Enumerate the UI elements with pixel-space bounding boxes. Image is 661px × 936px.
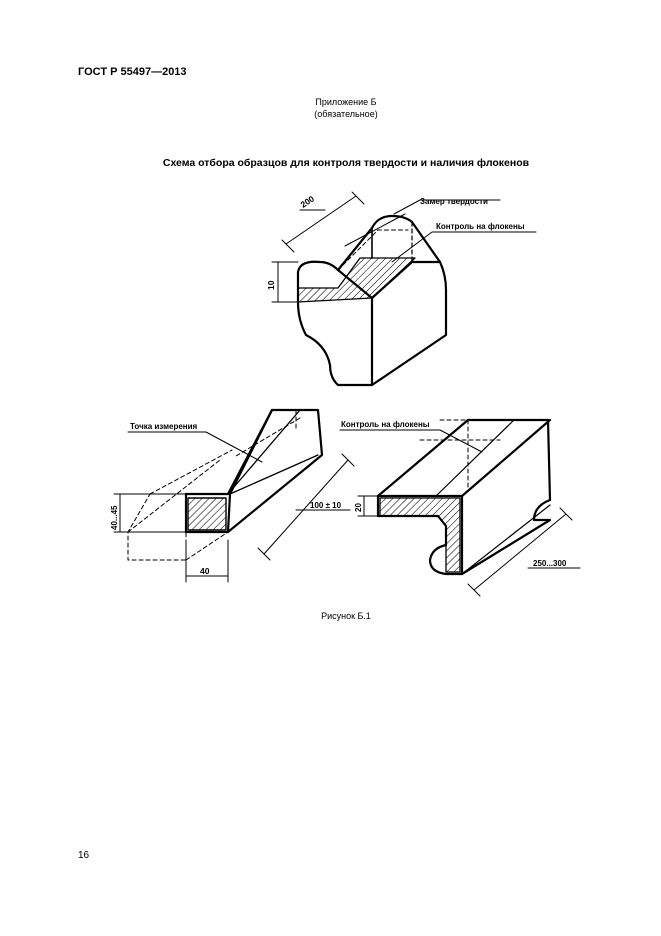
dim-left-width: 40 [200, 566, 210, 576]
left-block-drawing [113, 408, 355, 583]
figure-caption: Рисунок Б.1 [321, 611, 371, 621]
top-block-drawing [271, 191, 537, 387]
annex-status: (обязательное) [314, 109, 378, 119]
left-hardness-section [187, 497, 227, 531]
page-number: 16 [78, 850, 90, 861]
dim-top-length: 200 [299, 193, 317, 209]
right-block-drawing [339, 418, 581, 597]
dim-right-length: 250...300 [533, 559, 567, 568]
annex-title: Приложение Б [315, 97, 377, 107]
label-flakes-top: Контроль на флокены [436, 222, 525, 231]
dim-right-height: 20 [354, 503, 363, 512]
dim-top-height: 10 [266, 280, 276, 290]
top-flakes-section [297, 257, 416, 303]
label-hardness: Замер твердости [420, 197, 488, 206]
top-block-outline [336, 214, 448, 387]
figure-title: Схема отбора образцов для контроля тверд… [162, 157, 530, 169]
label-measure-point: Точка измерения [130, 422, 198, 431]
dim-left-length: 100 ± 10 [310, 501, 342, 510]
right-block-outline [376, 418, 552, 576]
right-flakes-section [379, 497, 461, 573]
label-flakes-right: Контроль на флокены [341, 420, 430, 429]
top-block-front-face [296, 260, 374, 387]
standard-designation: ГОСТ Р 55497—2013 [78, 66, 187, 78]
dim-left-height: 40...45 [110, 505, 119, 530]
